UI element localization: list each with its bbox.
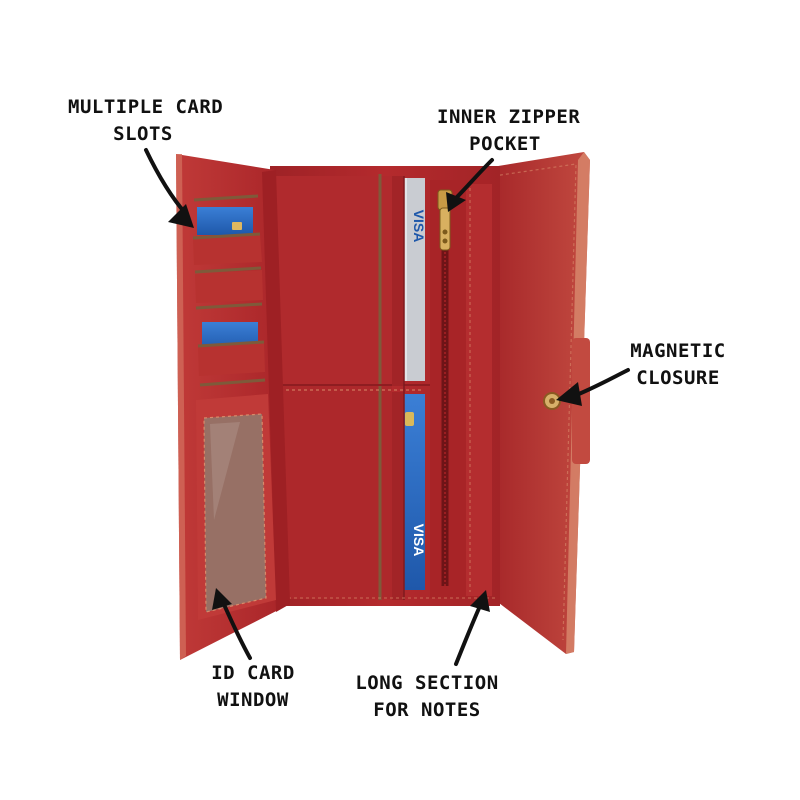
callout-magnetic-closure-line2: CLOSURE [636, 367, 720, 389]
arrow-notes-section [454, 590, 490, 666]
blue-card-bottom: VISA [403, 394, 427, 590]
callout-card-slots: MULTIPLE CARD SLOTS [68, 94, 224, 148]
zipper-pocket [430, 180, 492, 598]
card-slot-2 [194, 266, 263, 303]
callout-card-slots-line2: SLOTS [113, 123, 173, 145]
callout-id-window-line2: WINDOW [217, 689, 289, 711]
arrow-card-slots [144, 148, 194, 228]
callout-zipper-pocket-line1: INNER ZIPPER [437, 106, 581, 128]
card-brand-text: VISA [411, 210, 427, 243]
callout-notes-section-line2: FOR NOTES [373, 699, 481, 721]
callout-magnetic-closure-line1: MAGNETIC [630, 340, 726, 362]
card-slot-1 [192, 207, 262, 265]
id-card-window [196, 394, 276, 620]
arrow-zipper-pocket [446, 158, 494, 212]
callout-card-slots-line1: MULTIPLE CARD [68, 96, 224, 118]
card-slot-3 [195, 302, 265, 376]
card-slot-4 [199, 378, 266, 387]
left-flap [176, 154, 290, 660]
callout-zipper-pocket-line2: POCKET [469, 133, 541, 155]
callout-zipper-pocket: INNER ZIPPER POCKET [437, 104, 581, 158]
card-brand-text: VISA [411, 524, 427, 557]
callout-id-window-line1: ID CARD [211, 662, 295, 684]
callout-notes-section: LONG SECTION FOR NOTES [352, 670, 502, 724]
callout-id-window: ID CARD WINDOW [198, 660, 308, 714]
arrow-id-window [212, 588, 252, 660]
callout-notes-section-line1: LONG SECTION [355, 672, 499, 694]
silver-card-top: VISA [403, 178, 427, 381]
callout-magnetic-closure: MAGNETIC CLOSURE [620, 338, 736, 392]
middle-panel: VISA VISA [270, 166, 500, 606]
arrow-magnetic-closure [556, 368, 630, 406]
